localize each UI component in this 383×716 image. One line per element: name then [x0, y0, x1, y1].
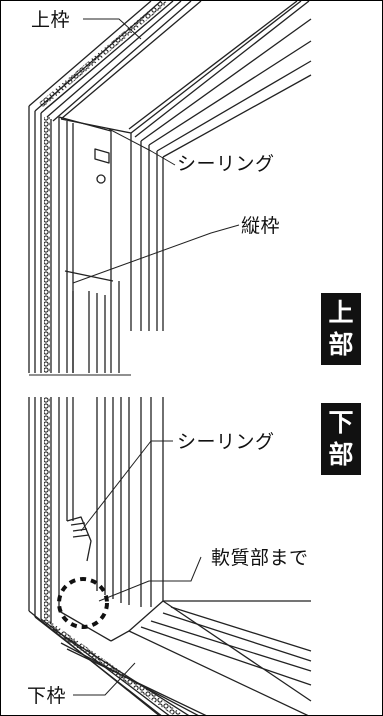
lower-badge-char-2: 部	[328, 440, 354, 469]
upper-badge-char-1: 上	[328, 298, 354, 327]
lower-section	[28, 397, 312, 715]
lower-section-badge: 下 部	[321, 403, 361, 475]
sealing-bottom-label: シーリング	[177, 431, 275, 453]
upper-section-badge: 上 部	[321, 293, 361, 365]
upper-badge-char-2: 部	[328, 330, 354, 359]
lower-badge-char-1: 下	[328, 408, 354, 437]
soft-part-label: 軟質部まで	[211, 547, 309, 569]
bottom-frame-label: 下枠	[27, 685, 67, 707]
top-frame-label: 上枠	[31, 9, 71, 31]
highlight-circle	[57, 577, 109, 629]
leader-lines	[72, 18, 240, 696]
vertical-frame-label: 縦枠	[241, 215, 281, 237]
sealing-top-label: シーリング	[177, 153, 275, 175]
upper-section	[28, 1, 312, 373]
